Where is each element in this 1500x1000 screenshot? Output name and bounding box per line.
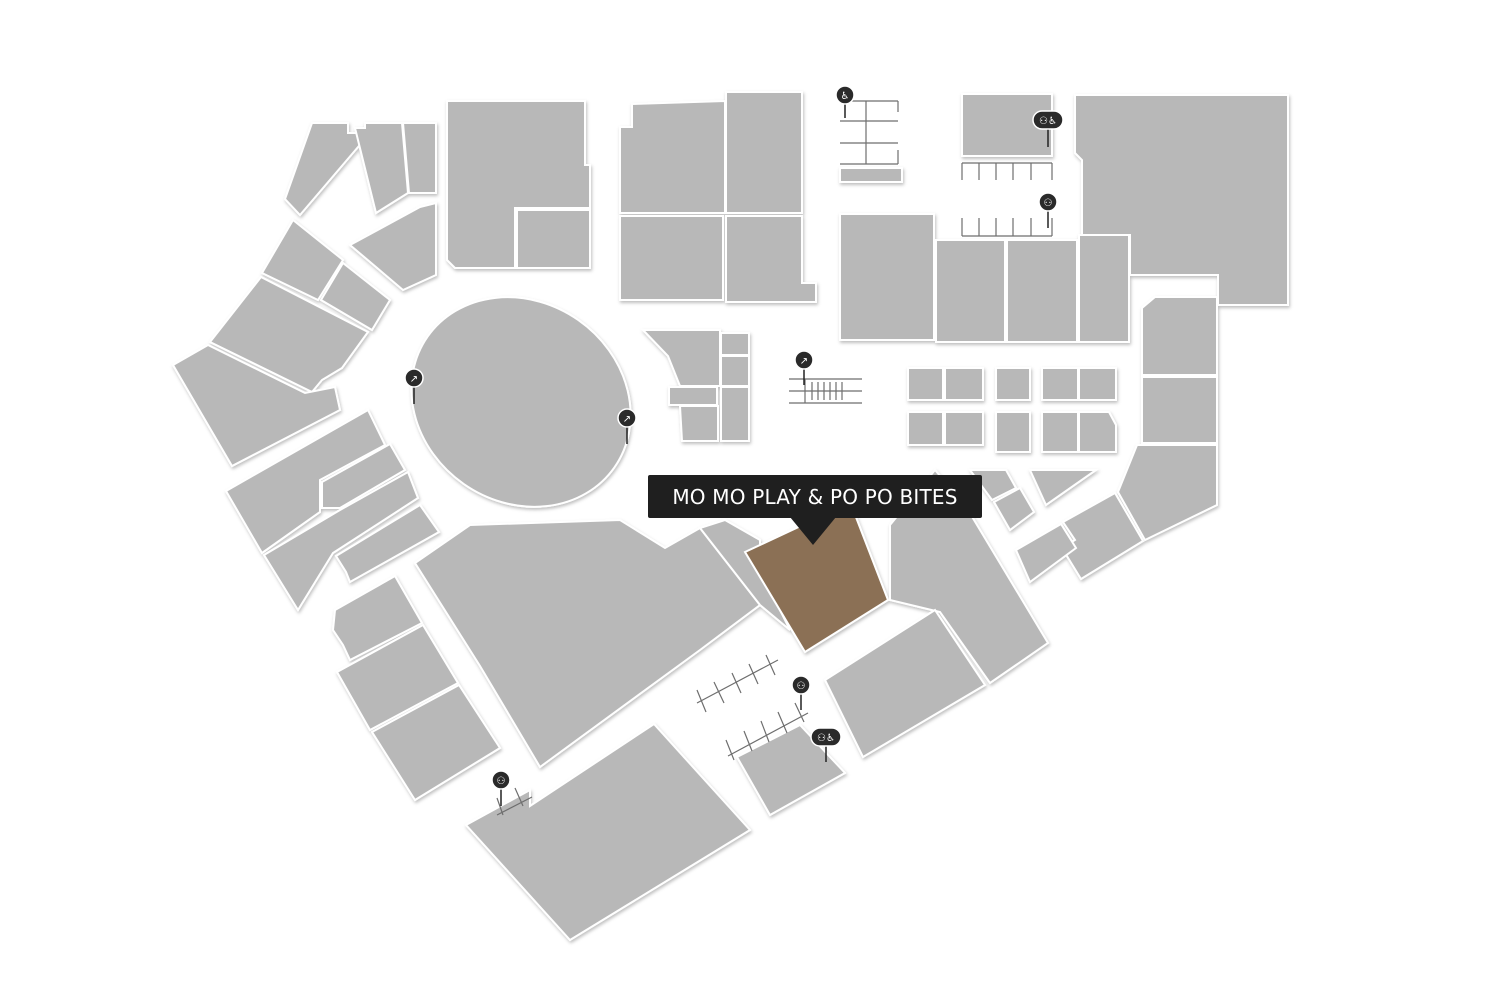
parking-markings [496, 100, 1053, 816]
store-unit[interactable] [464, 722, 752, 942]
store-unit[interactable] [935, 239, 1006, 343]
store-unit[interactable] [725, 215, 817, 303]
amenity-pins: ♿ ⚇♿ ⚇ ↗ ↗ ↗ ⚇ [404, 85, 1064, 806]
central-atrium[interactable] [370, 255, 671, 550]
store-unit[interactable] [208, 275, 370, 394]
svg-text:↗: ↗ [410, 374, 418, 385]
store-unit[interactable] [1078, 367, 1117, 401]
toilet-icon[interactable]: ⚇ [791, 675, 811, 710]
store-unit[interactable] [1014, 522, 1078, 584]
store-unit[interactable] [446, 100, 591, 269]
store-unit[interactable] [260, 218, 345, 302]
store-unit[interactable] [720, 355, 750, 387]
store-unit[interactable] [907, 411, 944, 446]
store-unit[interactable] [335, 623, 460, 732]
store-unit[interactable] [1041, 367, 1079, 401]
store-unit[interactable] [1141, 296, 1218, 376]
store-unit[interactable] [353, 122, 410, 215]
store-unit[interactable] [348, 201, 437, 292]
store-unit[interactable] [668, 386, 718, 406]
store-unit[interactable] [1041, 411, 1079, 453]
store-unit[interactable] [725, 91, 803, 214]
store-unit[interactable] [839, 213, 935, 341]
store-unit[interactable] [224, 408, 387, 555]
store-unit[interactable] [1078, 411, 1117, 453]
store-unit[interactable] [944, 367, 984, 401]
svg-text:⚇♿: ⚇♿ [1039, 116, 1057, 127]
store-unit[interactable] [995, 411, 1031, 453]
svg-text:↗: ↗ [623, 414, 631, 425]
store-unit[interactable] [171, 343, 342, 468]
store-unit[interactable] [678, 405, 719, 442]
selected-store-name: MO MO PLAY & PO PO BITES [672, 484, 958, 509]
svg-text:⚇: ⚇ [497, 776, 506, 787]
store-unit[interactable] [944, 411, 984, 446]
svg-text:⚇♿: ⚇♿ [817, 733, 835, 744]
store-unit[interactable] [735, 723, 847, 817]
store-unit[interactable] [619, 99, 726, 214]
accessible-toilet-icon[interactable]: ⚇♿ [810, 727, 842, 762]
store-unit[interactable] [1060, 491, 1145, 581]
store-name-tooltip: MO MO PLAY & PO PO BITES [648, 475, 982, 518]
escalator-icon[interactable]: ↗ [617, 408, 637, 444]
store-unit[interactable] [640, 329, 721, 387]
store-unit[interactable] [839, 167, 903, 183]
store-unit[interactable] [401, 122, 437, 194]
store-unit[interactable] [262, 470, 420, 612]
toilet-icon[interactable]: ⚇ [491, 770, 511, 806]
store-unit[interactable] [334, 503, 441, 584]
store-unit[interactable] [907, 367, 944, 401]
store-unit[interactable] [321, 442, 407, 509]
store-unit[interactable] [1006, 239, 1078, 343]
escalator-icon[interactable]: ↗ [404, 368, 424, 404]
store-unit[interactable] [331, 574, 424, 662]
store-unit[interactable] [823, 608, 987, 759]
store-unit[interactable] [619, 215, 724, 301]
store-unit[interactable] [370, 683, 502, 802]
svg-text:⚇: ⚇ [1044, 198, 1053, 209]
svg-text:↗: ↗ [800, 356, 808, 367]
escalator-icon[interactable]: ↗ [794, 350, 814, 385]
store-unit[interactable] [720, 332, 750, 356]
store-unit[interactable] [1116, 444, 1218, 542]
store-unit[interactable] [1028, 469, 1100, 507]
store-unit[interactable] [516, 209, 591, 269]
toilet-icon[interactable]: ♿ [835, 85, 855, 118]
store-unit[interactable] [995, 367, 1031, 401]
store-unit[interactable] [720, 386, 750, 442]
accessible-toilet-icon[interactable]: ⚇♿ [1032, 110, 1064, 147]
store-unit[interactable] [1141, 376, 1218, 444]
svg-text:♿: ♿ [841, 91, 850, 102]
svg-text:⚇: ⚇ [797, 681, 806, 692]
store-unit[interactable] [992, 486, 1036, 532]
store-unit[interactable] [319, 261, 392, 332]
store-unit[interactable] [1078, 234, 1130, 343]
toilet-icon[interactable]: ⚇ [1038, 192, 1058, 228]
tooltip-pointer [790, 517, 836, 545]
